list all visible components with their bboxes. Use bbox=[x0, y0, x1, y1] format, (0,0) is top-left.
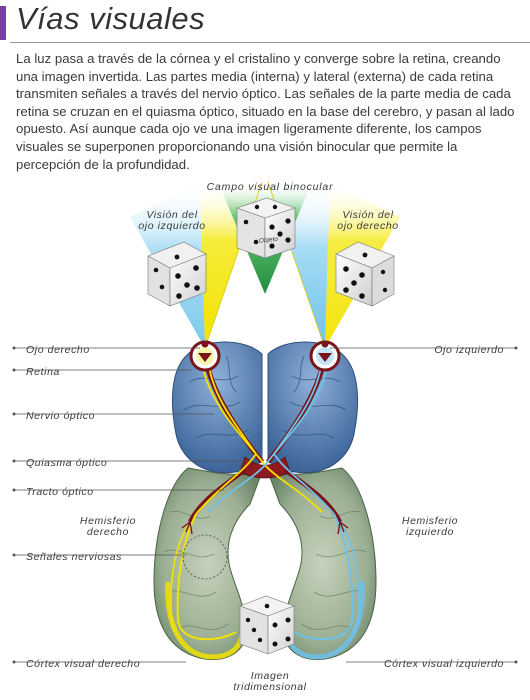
title-bar: Vías visuales bbox=[0, 0, 530, 46]
dice-right bbox=[335, 241, 395, 307]
label-left-visual-cortex: Córtex visual izquierdo bbox=[384, 658, 504, 670]
eye-left-anatomical bbox=[309, 340, 341, 372]
label-left-hemisphere-1: Hemisferio bbox=[402, 515, 458, 527]
label-nerve-signals: Señales nerviosas bbox=[26, 551, 122, 563]
leader-dots bbox=[12, 346, 518, 664]
label-right-visual-cortex: Córtex visual derecho bbox=[26, 658, 140, 670]
label-right-hemisphere-2: derecho bbox=[87, 526, 129, 538]
label-right-eye-vision-1: Visión del bbox=[342, 209, 393, 221]
label-left-eye-vision-1: Visión del bbox=[146, 209, 197, 221]
label-optic-tract: Tracto óptico bbox=[26, 486, 94, 498]
label-left-eye-vision-2: ojo izquierdo bbox=[138, 220, 205, 232]
optic-pathways bbox=[170, 353, 360, 641]
label-left-hemisphere-2: izquierdo bbox=[406, 526, 454, 538]
dice-3d-image bbox=[239, 595, 295, 655]
label-right-hemisphere-1: Hemisferio bbox=[80, 515, 136, 527]
brain bbox=[153, 341, 377, 660]
visual-pathways-diagram: Objeto bbox=[12, 181, 518, 693]
label-3d-image-2: tridimensional bbox=[233, 681, 306, 693]
dice-left bbox=[147, 241, 207, 307]
label-3d-image-1: Imagen bbox=[251, 670, 290, 682]
label-retina: Retina bbox=[26, 366, 60, 378]
label-binocular-field: Campo visual binocular bbox=[207, 181, 334, 193]
label-left-eye: Ojo izquierdo bbox=[434, 344, 504, 356]
intro-paragraph: La luz pasa a través de la córnea y el c… bbox=[16, 51, 515, 172]
page-title: Vías visuales bbox=[16, 1, 206, 36]
nerve-signals-circle bbox=[182, 534, 228, 580]
dice-center: Objeto bbox=[236, 197, 296, 259]
eye-right-anatomical bbox=[189, 340, 221, 372]
optic-chiasm bbox=[239, 456, 291, 479]
visual-cortex-left bbox=[285, 581, 365, 660]
title-divider bbox=[10, 42, 530, 43]
label-optic-chiasm: Quiasma óptico bbox=[26, 457, 107, 469]
visual-cortex-right bbox=[165, 581, 245, 660]
label-right-eye: Ojo derecho bbox=[26, 344, 90, 356]
leader-lines bbox=[14, 347, 516, 663]
label-right-eye-vision-2: ojo derecho bbox=[337, 220, 398, 232]
object-label: Objeto bbox=[259, 236, 279, 245]
title-accent-bar bbox=[0, 6, 6, 40]
label-optic-nerve: Nervio óptico bbox=[26, 410, 95, 422]
